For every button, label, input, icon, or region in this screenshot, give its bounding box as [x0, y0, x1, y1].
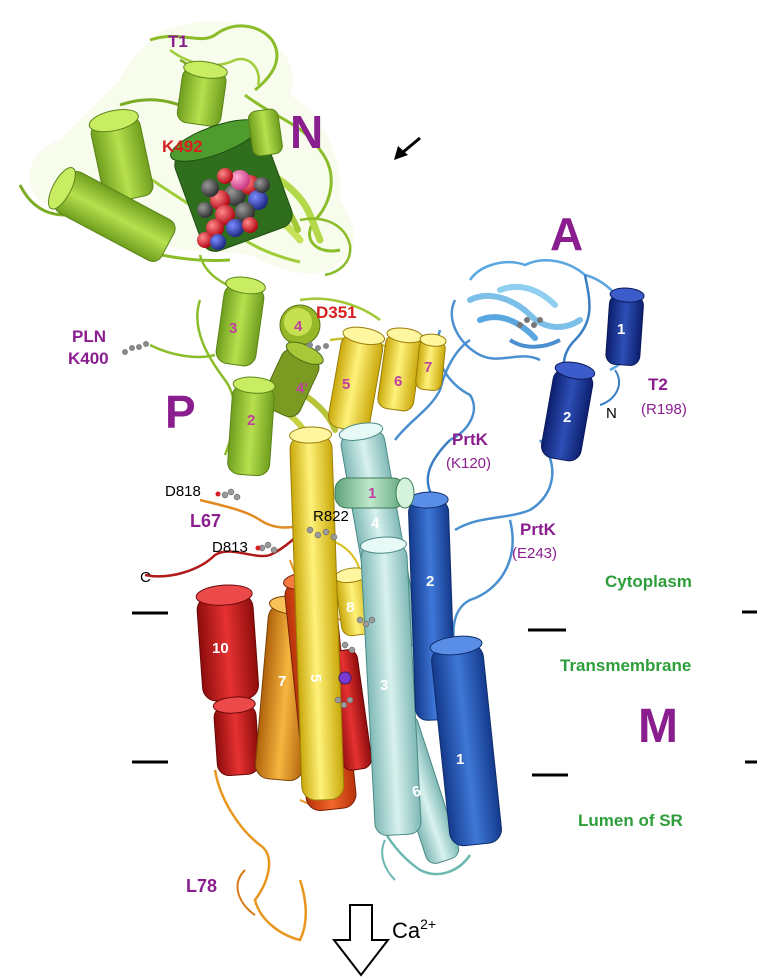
helix-label: 7 — [424, 359, 432, 376]
helix-label: 3 — [380, 677, 388, 694]
helix-label: 4 — [371, 515, 380, 532]
label-d813: D813 — [212, 539, 248, 556]
label-transmembrane: Transmembrane — [560, 656, 691, 675]
helix-label: 10 — [212, 640, 229, 657]
calcium-outflow-arrow — [334, 905, 388, 975]
label-t1: T1 — [168, 32, 188, 51]
helix-label: 1 — [617, 321, 625, 338]
domain-label-n: N — [290, 106, 323, 158]
label-pln: PLN — [72, 327, 106, 346]
helix-label: 2 — [247, 412, 255, 429]
helix-label: 4' — [296, 380, 308, 397]
label-d351: D351 — [316, 303, 357, 322]
helix-label: 5 — [342, 376, 350, 393]
label-k400: K400 — [68, 349, 109, 368]
label-n-terminus: N — [606, 405, 617, 422]
helix-label: 8 — [346, 599, 354, 616]
helix-label: 5 — [307, 674, 324, 682]
helix-label: 2 — [563, 409, 571, 426]
helix-label: 2 — [426, 573, 434, 590]
helix-label: 1 — [456, 751, 464, 768]
label-d818: D818 — [165, 483, 201, 500]
label-c-terminus: C — [140, 569, 151, 586]
label-l67: L67 — [190, 511, 221, 531]
label-l78: L78 — [186, 876, 217, 896]
label-k492: K492 — [162, 137, 203, 156]
label-prtk-2: PrtK — [520, 520, 557, 539]
label-t2: T2 — [648, 375, 668, 394]
helix-label: 1 — [368, 485, 376, 502]
label-calcium-ion: Ca2+ — [392, 916, 436, 943]
pointer-arrow — [394, 138, 420, 160]
helix-label: 6 — [394, 373, 402, 390]
domain-label-a: A — [550, 208, 583, 260]
label-r822: R822 — [313, 508, 349, 525]
label-lumen: Lumen of SR — [578, 811, 683, 830]
helix-label: 7 — [278, 673, 286, 690]
label-e243: (E243) — [512, 545, 557, 562]
label-prtk-1: PrtK — [452, 430, 489, 449]
domain-label-m: M — [638, 700, 678, 753]
label-cytoplasm: Cytoplasm — [605, 572, 692, 591]
domain-label-p: P — [165, 386, 196, 438]
helix-label: 4 — [294, 318, 303, 335]
label-k120: (K120) — [446, 455, 491, 472]
label-r198: (R198) — [641, 401, 687, 418]
helix-label: 3 — [229, 320, 237, 337]
